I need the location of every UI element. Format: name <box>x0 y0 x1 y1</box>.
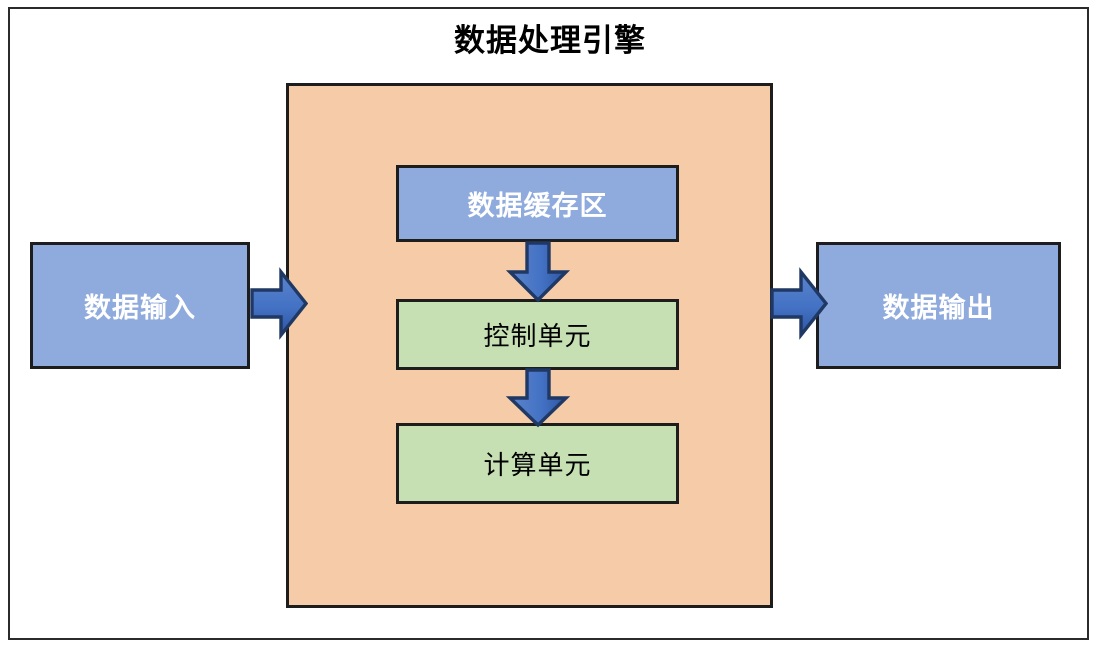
node-data-output[interactable]: 数据输出 <box>816 242 1061 369</box>
page-title: 数据处理引擎 <box>454 23 646 58</box>
arrow-right-input-to-engine <box>250 267 308 340</box>
node-data-buffer[interactable]: 数据缓存区 <box>396 165 679 242</box>
arrow-down-buffer-to-control <box>505 241 571 303</box>
arrow-right-engine-to-output <box>770 267 828 340</box>
node-data-input[interactable]: 数据输入 <box>30 242 250 369</box>
arrow-down-control-to-compute <box>505 368 571 428</box>
node-compute-unit[interactable]: 计算单元 <box>396 423 679 504</box>
node-control-unit[interactable]: 控制单元 <box>396 299 679 370</box>
